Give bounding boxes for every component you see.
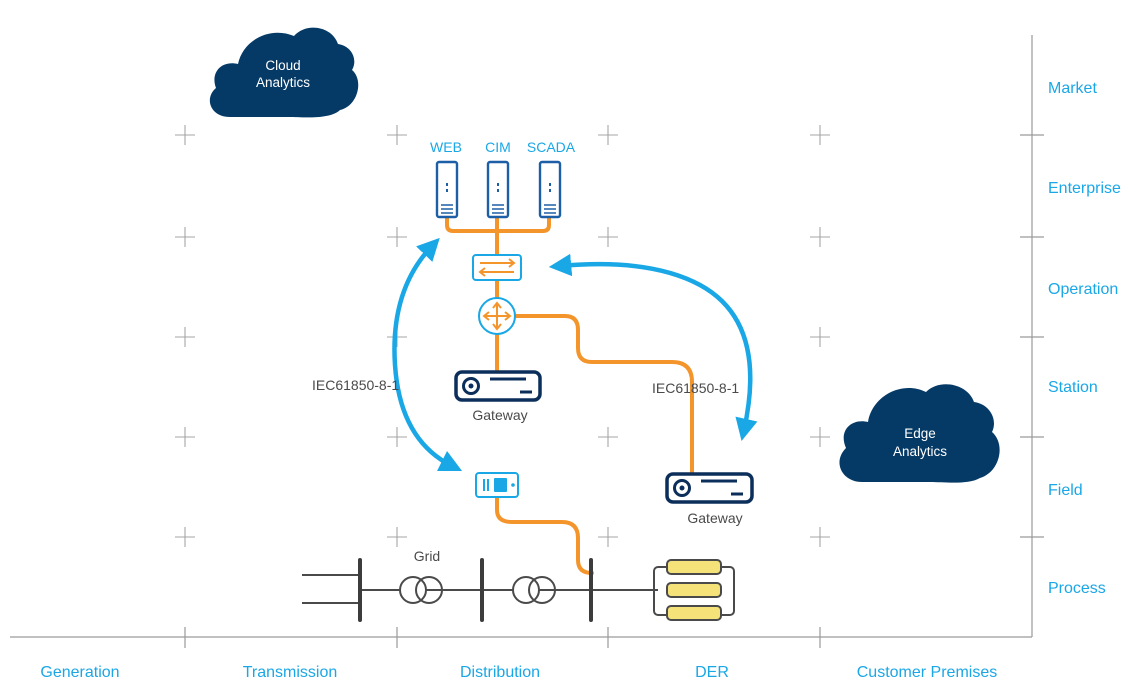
- cloud-analytics: Cloud Analytics: [209, 27, 359, 118]
- power-grid-line: [302, 558, 658, 622]
- edge-analytics-label-line2: Analytics: [893, 444, 947, 459]
- grid-cross-mark: [387, 125, 407, 145]
- communication-arrows: [392, 237, 758, 472]
- server-label-scada: SCADA: [527, 139, 576, 155]
- grid-cross-mark: [810, 125, 830, 145]
- gateway-icon: [454, 370, 542, 402]
- grid-cross-mark: [598, 125, 618, 145]
- protocol-label-left: IEC61850-8-1: [312, 377, 399, 393]
- zone-labels: Market Enterprise Operation Station Fiel…: [1048, 80, 1121, 597]
- transformer-icon: [399, 576, 443, 604]
- grid-cross-mark: [175, 125, 195, 145]
- gateway-right-label: Gateway: [687, 510, 742, 526]
- cloud-icon: [209, 27, 359, 118]
- protocol-label-right: IEC61850-8-1: [652, 380, 739, 396]
- edge-analytics: Edge Analytics: [839, 384, 1000, 483]
- grid-cross-mark: [810, 527, 830, 547]
- zone-label-field: Field: [1048, 482, 1083, 499]
- grid-cross-mark: [175, 527, 195, 547]
- grid-cross-mark: [387, 427, 407, 447]
- grid-cross-mark: [810, 427, 830, 447]
- zone-label-station: Station: [1048, 379, 1098, 396]
- domain-labels: Generation Transmission Distribution DER…: [40, 664, 997, 681]
- axes: [10, 35, 1044, 648]
- domain-label-distribution: Distribution: [460, 664, 540, 681]
- web-server-icon: [435, 160, 459, 219]
- zone-label-enterprise: Enterprise: [1048, 180, 1121, 197]
- zone-label-process: Process: [1048, 580, 1106, 597]
- cloud-icon: [839, 384, 1000, 483]
- transformer-icon: [512, 576, 556, 604]
- right-bidirectional-arrow: [548, 253, 758, 441]
- grid-cross-mark: [598, 227, 618, 247]
- grid-cross-mark: [810, 327, 830, 347]
- scada-server-icon: [538, 160, 562, 219]
- domain-label-generation: Generation: [40, 664, 119, 681]
- grid-cross-mark: [598, 527, 618, 547]
- grid-cross-mark: [387, 527, 407, 547]
- cim-server-icon: [486, 160, 510, 219]
- domain-label-customer-premises: Customer Premises: [857, 664, 997, 681]
- der-battery-icon: [653, 559, 735, 621]
- grid-cross-mark: [810, 227, 830, 247]
- cloud-analytics-label-line1: Cloud: [265, 58, 300, 73]
- grid-cross-mark: [175, 427, 195, 447]
- gateway-center-label: Gateway: [472, 407, 527, 423]
- field-device-icon: [475, 472, 519, 498]
- domain-label-transmission: Transmission: [243, 664, 338, 681]
- server-label-cim: CIM: [485, 139, 511, 155]
- grid-label: Grid: [414, 548, 440, 564]
- server-label-web: WEB: [430, 139, 462, 155]
- grid-cross-mark: [387, 227, 407, 247]
- zone-label-market: Market: [1048, 80, 1097, 97]
- grid-cross-mark: [175, 327, 195, 347]
- left-bidirectional-arrow: [392, 237, 463, 472]
- grid-cross-mark: [175, 227, 195, 247]
- router-icon: [478, 297, 516, 335]
- servers: WEB CIM SCADA: [430, 139, 576, 219]
- edge-analytics-label-line1: Edge: [904, 426, 936, 441]
- domain-label-der: DER: [695, 664, 729, 681]
- grid-crosses: [175, 125, 830, 547]
- grid-cross-mark: [598, 427, 618, 447]
- network-switch-icon: [472, 254, 522, 281]
- zone-label-operation: Operation: [1048, 281, 1118, 298]
- field-device-to-bus-link: [495, 495, 594, 575]
- gateway-icon: [665, 472, 754, 504]
- cloud-analytics-label-line2: Analytics: [256, 75, 310, 90]
